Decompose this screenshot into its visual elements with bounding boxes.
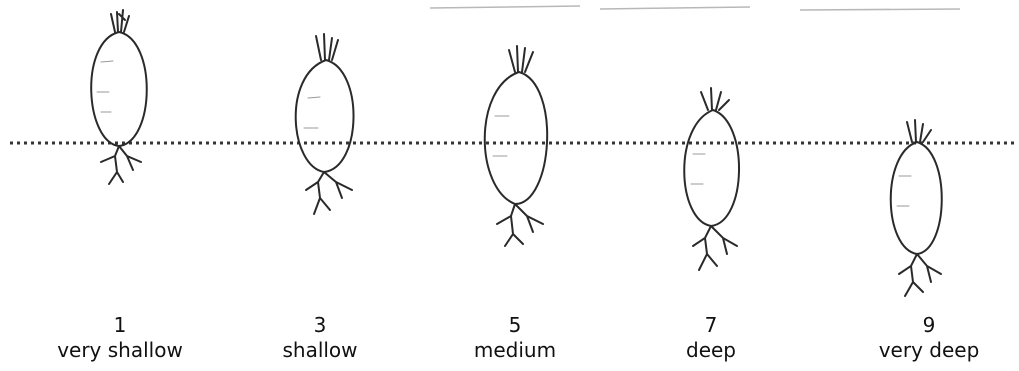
depth-score: 7 xyxy=(704,313,718,337)
depth-score: 9 xyxy=(922,313,936,337)
depth-label: very deep xyxy=(878,338,980,362)
depth-level-caption: 5 medium xyxy=(425,313,605,363)
leaf-stub-icon xyxy=(906,119,932,143)
root-icon xyxy=(496,203,544,247)
root-icon xyxy=(305,171,353,215)
depth-level-caption: 7 deep xyxy=(621,313,801,363)
bulb-icon xyxy=(683,87,740,271)
root-icon xyxy=(100,145,142,185)
bulb-body xyxy=(90,30,148,148)
depth-level-caption: 1 very shallow xyxy=(30,313,210,363)
depth-level-caption: 3 shallow xyxy=(230,313,410,363)
leaf-stub-icon xyxy=(508,45,534,73)
depth-score: 1 xyxy=(113,313,127,337)
depth-label: medium xyxy=(473,338,557,362)
root-icon xyxy=(898,253,942,297)
depth-label: shallow xyxy=(282,338,358,362)
root-icon xyxy=(692,225,738,271)
depth-score: 3 xyxy=(313,313,327,337)
bulb-body xyxy=(889,140,943,256)
leaf-stub-icon xyxy=(700,87,730,111)
depth-score: 5 xyxy=(508,313,522,337)
leaf-stub-icon xyxy=(315,33,339,61)
bulb-body xyxy=(294,58,355,174)
leaf-stub-icon xyxy=(110,9,130,33)
bulb-icon xyxy=(90,9,148,185)
depth-label: deep xyxy=(686,338,736,362)
bulb-icon xyxy=(483,45,549,247)
bulb-icon xyxy=(889,119,943,297)
bulb-body xyxy=(483,70,549,206)
bulb-body xyxy=(683,108,740,228)
bulb-icon xyxy=(294,33,355,215)
depth-label: very shallow xyxy=(57,338,183,362)
depth-level-caption: 9 very deep xyxy=(839,313,1019,363)
scan-artifacts xyxy=(429,5,961,11)
